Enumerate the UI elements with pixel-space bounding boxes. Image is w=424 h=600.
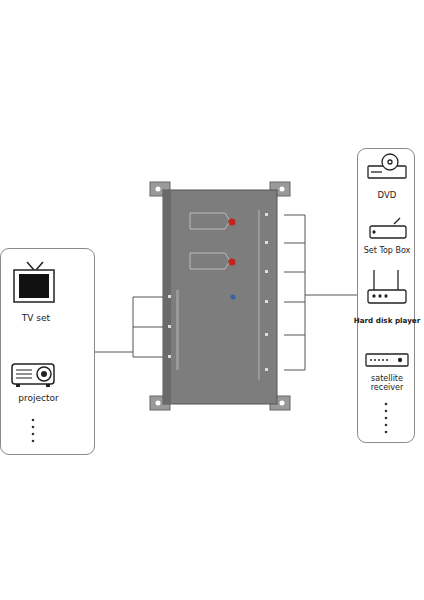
device-label: DVD	[352, 191, 422, 201]
device-label: TV set	[1, 313, 71, 323]
more-dots	[32, 403, 388, 443]
tv-icon	[14, 262, 54, 302]
device-label: projector	[1, 393, 76, 403]
hard-disk-player-icon	[368, 270, 406, 303]
projector-icon	[12, 364, 54, 387]
switch-device	[150, 182, 290, 410]
device-panel: TV set projector	[0, 248, 95, 455]
device-label: Hard disk player	[350, 317, 424, 325]
device-panel: DVDSet Top BoxHard disk playersatellite …	[357, 148, 415, 443]
dvd-icon	[368, 154, 406, 178]
device-label: Set Top Box	[352, 246, 422, 255]
device-label: satellite receiver	[360, 374, 414, 392]
satellite-receiver-icon	[366, 354, 408, 366]
set-top-box-icon	[370, 218, 406, 238]
